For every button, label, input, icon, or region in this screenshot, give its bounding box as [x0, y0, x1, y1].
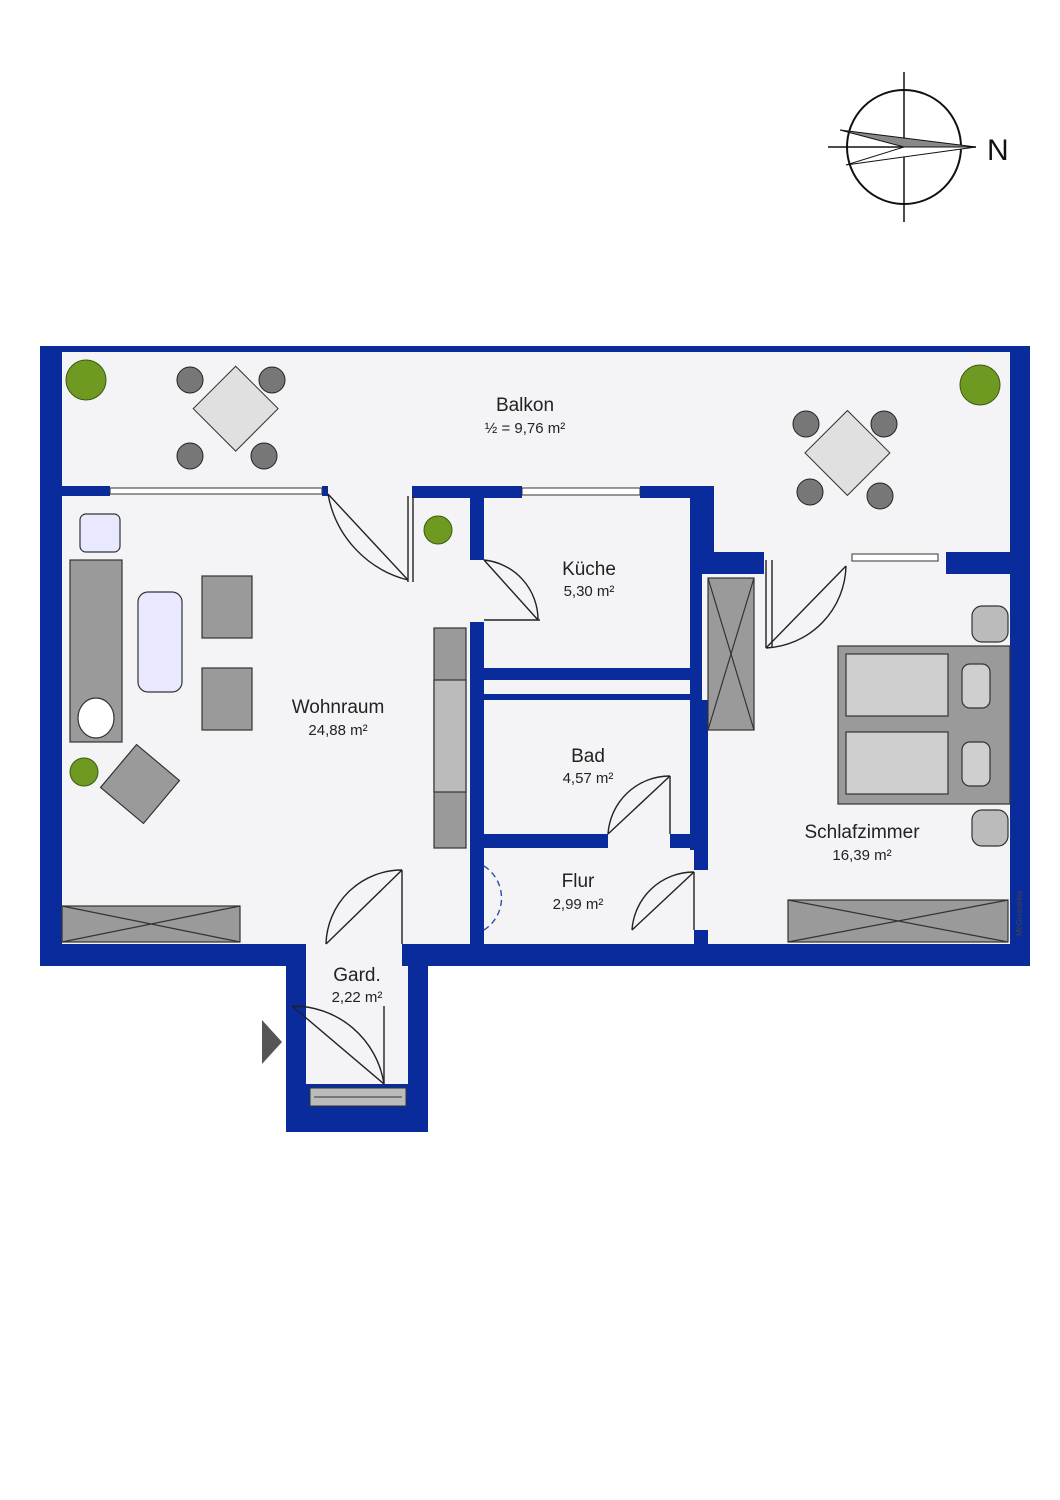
living-furniture: [61, 513, 467, 943]
room-area-bad: 4,57 m²: [563, 770, 614, 787]
walls: [40, 346, 1030, 1132]
balcony-table-left: [176, 365, 286, 470]
plant-icon: [65, 359, 1001, 787]
room-area-flur: 2,99 m²: [553, 896, 604, 913]
compass-rose-icon: [828, 72, 977, 222]
balcony-table-right: [792, 409, 898, 510]
room-area-schlafzimmer: 16,39 m²: [832, 847, 891, 864]
bedroom-furniture: [707, 577, 1011, 943]
north-label: N: [987, 134, 1009, 167]
room-name-flur: Flur: [562, 871, 595, 892]
entrance-arrow-icon: [262, 1020, 282, 1064]
room-area-garderobe: 2,22 m²: [332, 989, 383, 1006]
room-name-balkon: Balkon: [496, 395, 554, 416]
room-area-wohnraum: 24,88 m²: [308, 722, 367, 739]
room-name-garderobe: Gard.: [333, 965, 381, 986]
doors: [291, 493, 847, 1085]
windows: [109, 487, 939, 1107]
credit-label: McGrundriss: [1015, 891, 1024, 936]
room-area-kueche: 5,30 m²: [564, 583, 615, 600]
room-name-schlafzimmer: Schlafzimmer: [804, 822, 920, 843]
room-name-bad: Bad: [571, 746, 605, 767]
room-name-kueche: Küche: [562, 559, 616, 580]
room-name-wohnraum: Wohnraum: [292, 697, 385, 718]
room-area-balkon: ½ = 9,76 m²: [485, 420, 565, 437]
